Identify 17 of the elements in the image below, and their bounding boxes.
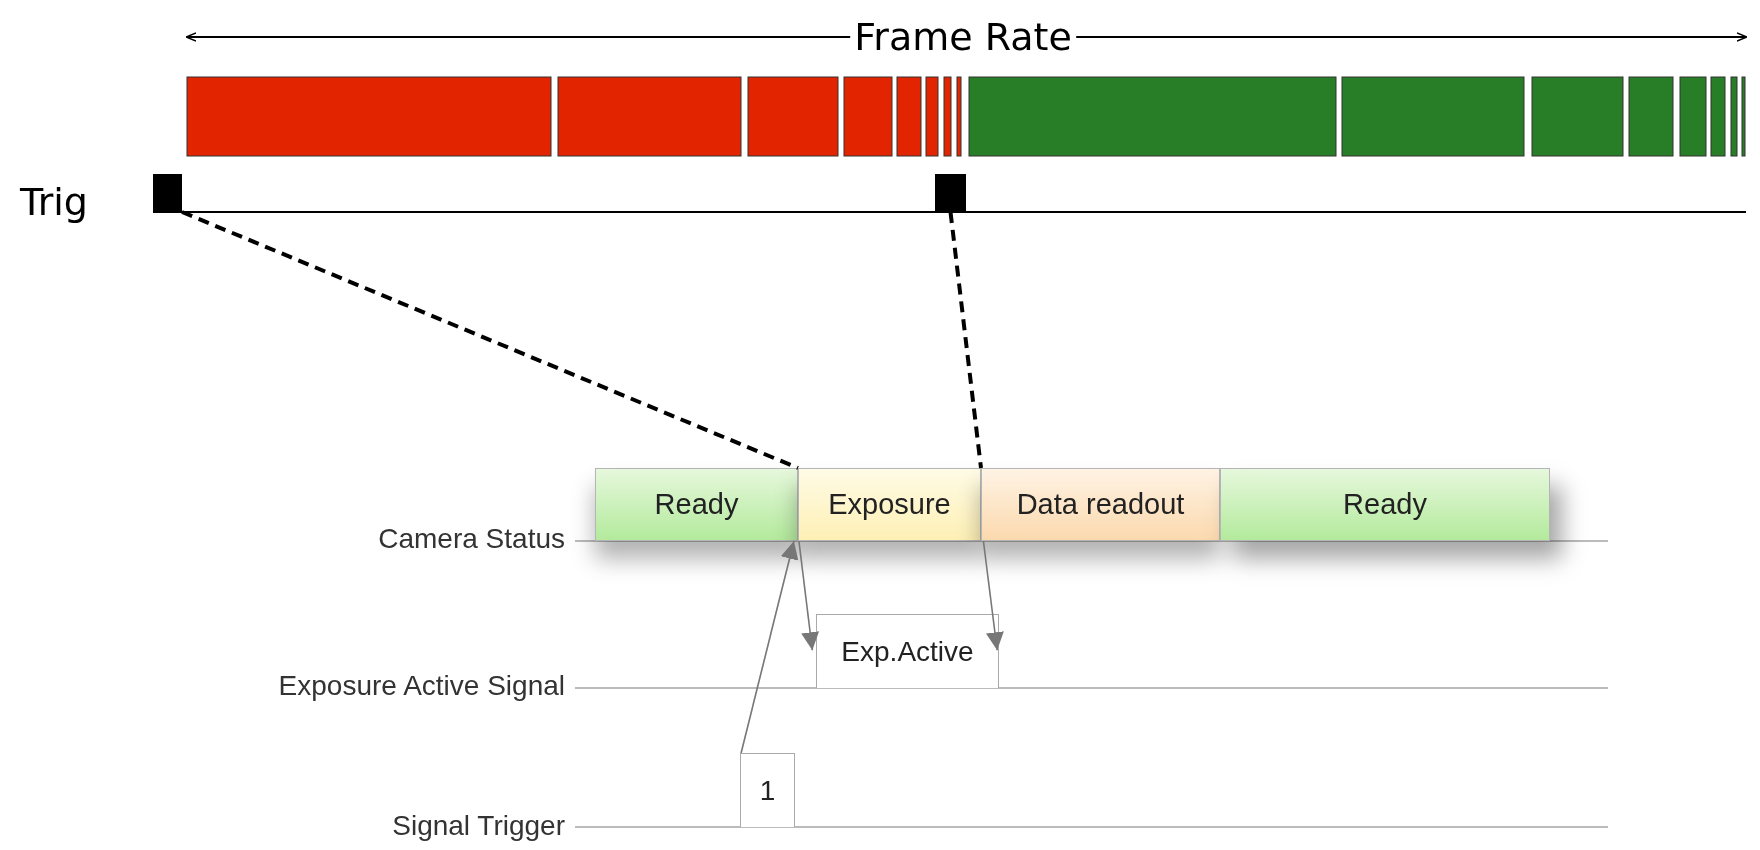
status-segment: Ready [1220, 468, 1550, 541]
dashed-line [181, 210, 799, 470]
signal-name: Signal Trigger [392, 810, 565, 842]
arrow [982, 540, 1004, 652]
signal-name: Trig [20, 180, 88, 224]
trigger-pulse [153, 174, 182, 212]
signal-pulse: 1 [740, 753, 795, 827]
arrow [798, 540, 820, 652]
dashed-line [948, 211, 983, 469]
status-segment: Exposure [798, 468, 981, 541]
signal-pulse: Exp.Active [816, 614, 999, 688]
trigger-pulse [935, 174, 966, 212]
status-segment: Ready [595, 468, 798, 541]
status-segment: Data readout [981, 468, 1220, 541]
signal-name: Camera Status [378, 523, 565, 555]
arrow [740, 540, 799, 754]
signal-name: Exposure Active Signal [278, 670, 565, 702]
